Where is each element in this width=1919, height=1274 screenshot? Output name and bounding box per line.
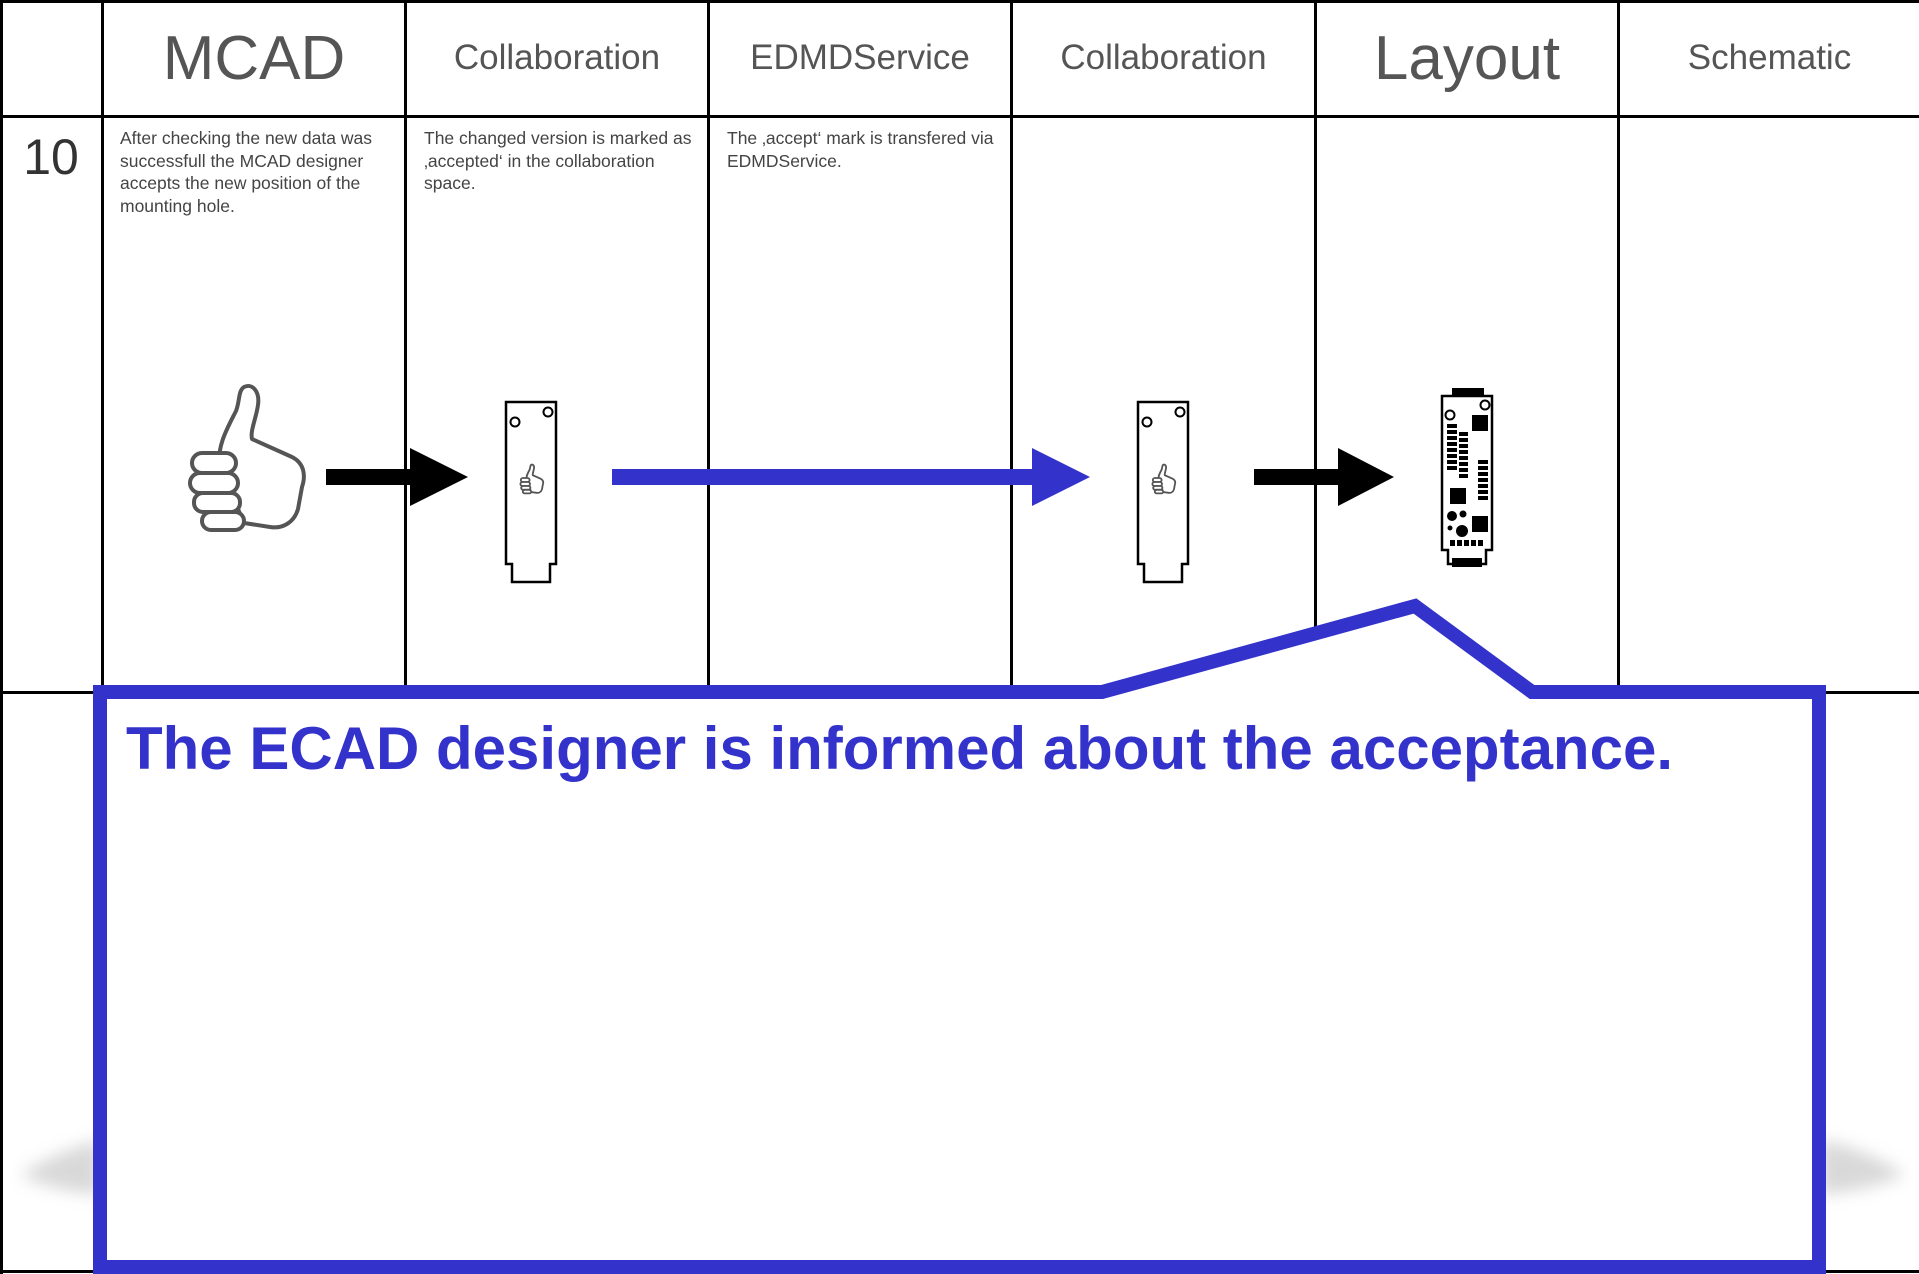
board-accepted-icon xyxy=(504,400,558,584)
column-divider xyxy=(1010,0,1013,692)
column-divider xyxy=(404,0,407,692)
transfer-arrow xyxy=(612,448,1090,506)
header-divider xyxy=(0,115,1919,118)
pcb-layout-icon xyxy=(1440,388,1494,567)
thumbs-up-icon xyxy=(188,384,306,532)
column-header-schematic: Schematic xyxy=(1687,38,1852,77)
shadow-swoosh-left xyxy=(20,1140,100,1195)
board-accepted-icon xyxy=(1136,400,1190,584)
table-left-border xyxy=(0,0,3,1274)
column-header-mcad: MCAD xyxy=(162,23,346,93)
callout-bubble xyxy=(93,598,1826,1274)
column-divider xyxy=(101,0,104,692)
column-divider xyxy=(1617,0,1620,692)
step-description-mcad: After checking the new data was successf… xyxy=(120,128,372,216)
shadow-swoosh-right xyxy=(1820,1140,1905,1195)
column-header-collaboration-2: Collaboration xyxy=(1060,38,1267,77)
step-description-edmdservice: The ‚accept‘ mark is transfered via EDMD… xyxy=(727,128,994,171)
column-header-layout: Layout xyxy=(1373,23,1561,93)
callout-text: The ECAD designer is informed about the … xyxy=(126,715,1673,782)
step-arrow-2 xyxy=(1254,448,1394,506)
column-divider xyxy=(707,0,710,692)
column-header-edmdservice: EDMDService xyxy=(750,38,970,77)
step-description-collaboration: The changed version is marked as ‚accept… xyxy=(424,128,692,193)
row-number: 10 xyxy=(23,129,79,185)
column-header-collaboration: Collaboration xyxy=(453,38,661,77)
column-divider xyxy=(1314,0,1317,692)
table-top-border xyxy=(0,0,1919,3)
step-arrow-1 xyxy=(326,448,468,506)
